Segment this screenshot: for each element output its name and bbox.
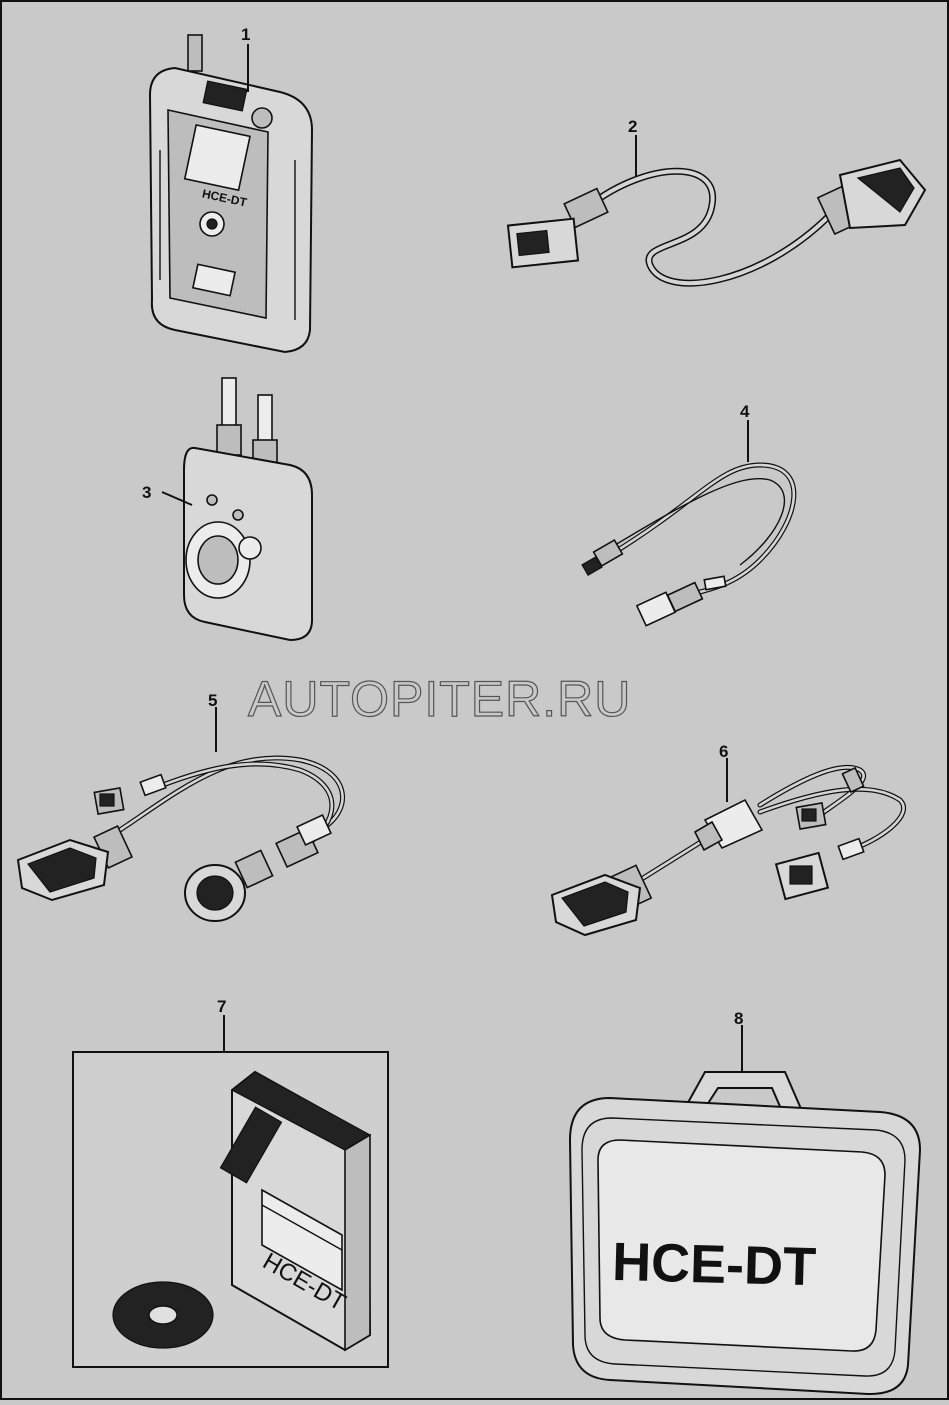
part-6-y-cable-obd [550,758,906,937]
callout-6: 6 [719,742,728,761]
part-4-usb-cable [581,420,797,627]
part-1-diagnostic-device: HCE-DT [148,34,314,354]
callout-8: 8 [734,1009,743,1028]
part-3-adapter-box [161,377,313,642]
leader-line-3 [161,491,193,506]
callout-3: 3 [142,483,151,502]
callout-2: 2 [628,117,637,136]
callout-5: 5 [208,691,217,710]
part-8-carrying-case: HCE-DT [568,1025,922,1396]
part-7-software-kit: HCE-DT [72,1015,389,1368]
callout-1: 1 [241,25,250,44]
watermark-text: AUTOPITER.RU [248,671,631,727]
callout-4: 4 [740,402,750,421]
part-5-y-cable [16,707,346,922]
callout-7: 7 [217,997,226,1016]
part-2-cable [506,135,927,287]
case-title: HCE-DT [611,1232,816,1297]
